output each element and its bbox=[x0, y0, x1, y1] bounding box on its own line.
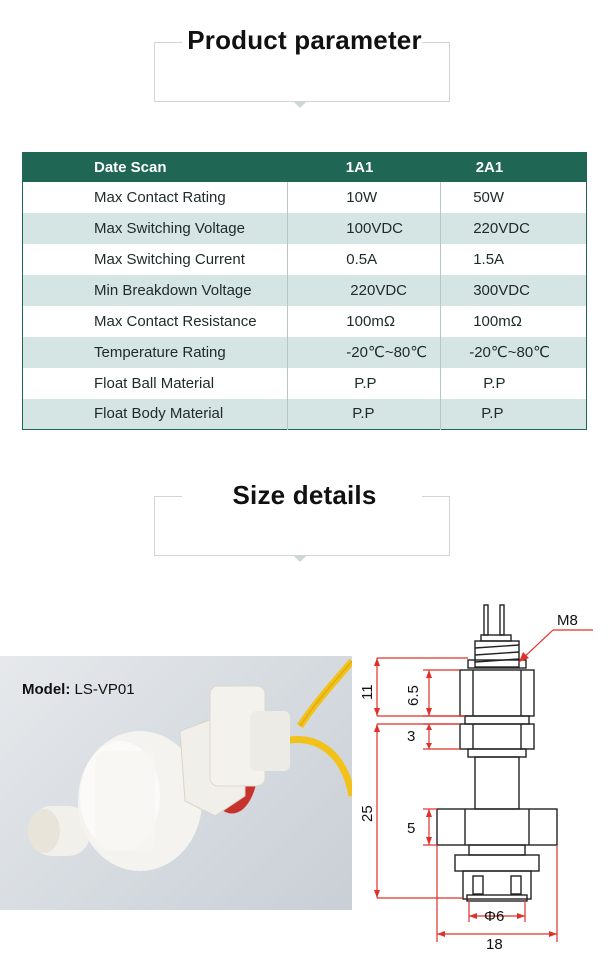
table-row: Float Ball Material P.P P.P bbox=[22, 367, 587, 399]
cell-1a1: 220VDC bbox=[287, 274, 442, 306]
table-row: Temperature Rating -20℃~80℃ -20℃~80℃ bbox=[22, 336, 587, 368]
cell-1a1: 100mΩ bbox=[287, 305, 442, 337]
header-frame bbox=[154, 42, 450, 108]
table-row: Max Contact Resistance 100mΩ 100mΩ bbox=[22, 305, 587, 337]
chevron-down-icon bbox=[294, 102, 306, 108]
table-header-row: Date Scan 1A1 2A1 bbox=[22, 152, 587, 182]
column-header: Date Scan bbox=[22, 152, 288, 182]
table-row: Max Switching Voltage 100VDC 220VDC bbox=[22, 212, 587, 244]
cell-2a1: 220VDC bbox=[440, 212, 587, 244]
table-row: Max Contact Rating 10W 50W bbox=[22, 181, 587, 213]
chevron-down-icon bbox=[294, 556, 306, 562]
dim-label-18: 18 bbox=[486, 936, 503, 953]
product-photo bbox=[0, 656, 352, 910]
cell-1a1: 0.5A bbox=[287, 243, 442, 275]
cell-1a1: P.P bbox=[287, 367, 442, 399]
row-label: Float Ball Material bbox=[22, 367, 289, 399]
spec-table: Date Scan 1A1 2A1 Max Contact Rating 10W… bbox=[22, 152, 587, 430]
cell-1a1: P.P bbox=[287, 398, 442, 430]
row-label: Max Contact Rating bbox=[22, 181, 289, 213]
dim-label-3: 3 bbox=[407, 728, 415, 745]
dimension-drawing: M8 11 6.5 3 25 5 Φ6 18 bbox=[359, 604, 593, 953]
cell-2a1: 300VDC bbox=[440, 274, 587, 306]
cell-1a1: 10W bbox=[287, 181, 442, 213]
section-title-size-details: Size details bbox=[232, 480, 377, 510]
cell-2a1: 100mΩ bbox=[440, 305, 587, 337]
float-switch-illustration bbox=[28, 658, 352, 871]
row-label: Temperature Rating bbox=[22, 336, 289, 368]
cell-2a1: P.P bbox=[440, 367, 587, 399]
cell-2a1: -20℃~80℃ bbox=[440, 336, 587, 368]
dim-label-5: 5 bbox=[407, 820, 415, 837]
row-label: Max Contact Resistance bbox=[22, 305, 289, 337]
cell-1a1: 100VDC bbox=[287, 212, 442, 244]
row-label: Max Switching Current bbox=[22, 243, 289, 275]
model-prefix: Model: bbox=[22, 681, 71, 698]
cell-2a1: 1.5A bbox=[440, 243, 587, 275]
cell-2a1: P.P bbox=[440, 398, 587, 430]
table-row: Min Breakdown Voltage 220VDC 300VDC bbox=[22, 274, 587, 306]
table-row: Max Switching Current 0.5A 1.5A bbox=[22, 243, 587, 275]
cell-1a1: -20℃~80℃ bbox=[287, 336, 442, 368]
column-header: 1A1 bbox=[287, 152, 441, 182]
header-frame bbox=[154, 496, 450, 562]
model-label: Model: LS-VP01 bbox=[22, 681, 135, 698]
dim-label-phi6: Φ6 bbox=[484, 908, 504, 925]
cell-2a1: 50W bbox=[440, 181, 587, 213]
dim-label-11: 11 bbox=[359, 684, 376, 700]
row-label: Max Switching Voltage bbox=[22, 212, 289, 244]
table-row: Float Body Material P.P P.P bbox=[22, 398, 587, 430]
dim-label-25: 25 bbox=[359, 805, 376, 822]
dim-label-m8: M8 bbox=[557, 612, 578, 629]
section-title-product-parameter: Product parameter bbox=[187, 25, 422, 55]
row-label: Min Breakdown Voltage bbox=[22, 274, 289, 306]
dim-label-6-5: 6.5 bbox=[405, 685, 422, 706]
model-value: LS-VP01 bbox=[74, 681, 135, 698]
column-header: 2A1 bbox=[440, 152, 587, 182]
row-label: Float Body Material bbox=[22, 398, 289, 430]
